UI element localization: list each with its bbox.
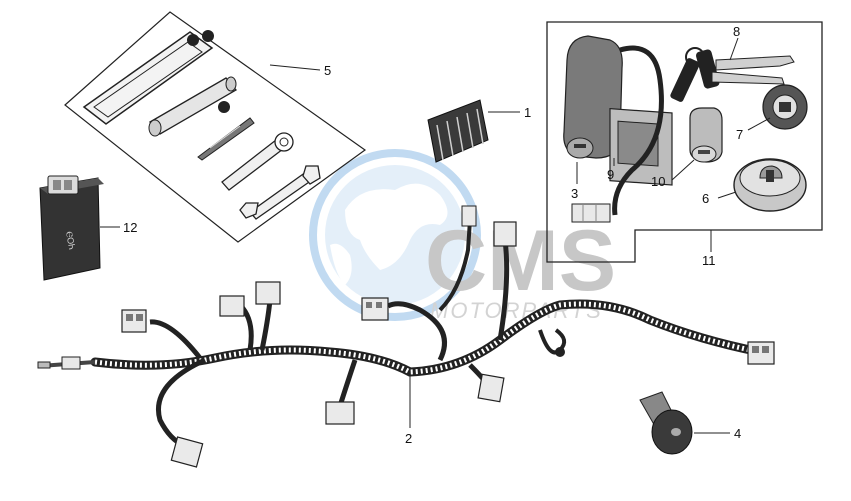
callout-8: 8 xyxy=(733,24,740,39)
lock-set-frame xyxy=(546,21,823,263)
leader-line-6 xyxy=(717,191,737,199)
watermark-brand: CMS xyxy=(425,213,616,309)
tool-bag xyxy=(82,30,214,125)
seat-lock xyxy=(689,107,723,163)
harness-connector xyxy=(325,401,355,425)
grommet xyxy=(639,391,730,455)
callout-3: 3 xyxy=(571,186,578,201)
leader-line-10 xyxy=(671,159,695,181)
callout-4: 4 xyxy=(734,426,741,441)
connector-block xyxy=(427,99,520,163)
leader-line-8 xyxy=(729,37,739,61)
globe-logo xyxy=(309,149,481,321)
callout-9: 9 xyxy=(607,167,614,182)
harness-connector xyxy=(747,341,775,365)
screwdriver-bit xyxy=(197,117,255,161)
leader-line-5 xyxy=(269,64,321,71)
callout-2: 2 xyxy=(405,431,412,446)
screwdriver-handle xyxy=(148,76,237,137)
callout-10: 10 xyxy=(651,174,665,189)
callout-6: 6 xyxy=(702,191,709,206)
leader-line-7 xyxy=(747,117,771,131)
cdi-unit: ⲈOᏂ xyxy=(39,175,120,281)
wrench xyxy=(239,165,321,220)
spanner xyxy=(221,132,294,191)
harness-connector xyxy=(170,436,204,468)
keys xyxy=(670,47,795,102)
harness-connector xyxy=(219,281,281,317)
callout-5: 5 xyxy=(324,63,331,78)
switch-cable xyxy=(612,45,664,216)
lock-set xyxy=(546,21,823,263)
cable-connector xyxy=(571,203,611,223)
wiring-harness xyxy=(37,205,775,468)
callout-12: 12 xyxy=(123,220,137,235)
harness-connector xyxy=(121,309,147,333)
callout-1: 1 xyxy=(524,105,531,120)
fuel-cap xyxy=(733,158,807,212)
callout-11: 11 xyxy=(702,253,716,268)
watermark: CMS MOTORPARTS xyxy=(309,149,616,323)
lock-ring xyxy=(762,84,808,130)
callout-7: 7 xyxy=(736,127,743,142)
harness-connector xyxy=(477,373,505,403)
tool-kit xyxy=(64,11,367,243)
cdi-marking: ⲈOᏂ xyxy=(64,231,77,251)
harness-connector xyxy=(461,205,477,227)
harness-connector xyxy=(493,221,517,247)
harness-connector xyxy=(361,297,389,321)
